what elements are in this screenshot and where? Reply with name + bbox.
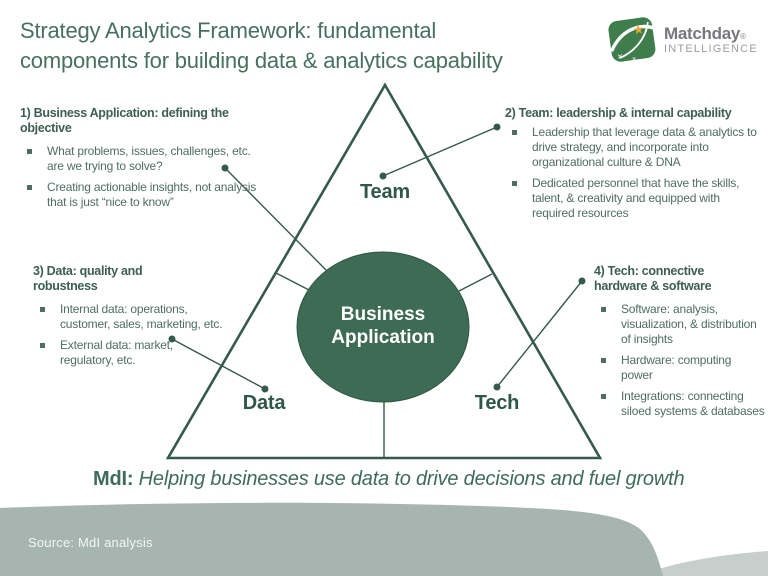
spoke-left (275, 272, 310, 291)
block-heading: 2) Team: leadership & internal capabilit… (505, 106, 732, 120)
logo-sparkle-icon: ✕ (631, 57, 637, 64)
block-business-application: 1) Business Application: defining the ob… (20, 106, 275, 216)
tagline-text: Helping businesses use data to drive dec… (133, 468, 685, 490)
block-heading: 4) Tech: connective hardware & software (594, 264, 712, 293)
block-heading: 3) Data: quality and robustness (33, 264, 143, 293)
block-tech: 4) Tech: connective hardware & software … (594, 264, 766, 425)
connector-block4 (496, 280, 583, 388)
list-item: Leadership that leverage data & analytic… (505, 125, 767, 170)
tagline: MdI: Helping businesses use data to driv… (93, 468, 685, 491)
list-item: Internal data: operations, customer, sal… (33, 302, 233, 332)
bullet-text: Leadership that leverage data & analytic… (532, 125, 757, 169)
node-label-tech: Tech (474, 392, 520, 414)
list-item: Software: analysis, visualization, & dis… (594, 302, 766, 347)
footer-swoosh-light (636, 551, 768, 576)
list-item: Creating actionable insights, not analys… (20, 180, 275, 210)
logo-sparkle-icon: ✕ (617, 53, 624, 61)
brand-name: Matchday® (664, 25, 758, 42)
bullet-text: Integrations: connecting siloed systems … (621, 389, 765, 418)
connector-dot (493, 383, 501, 391)
bullet-square-icon (27, 185, 32, 190)
list-item: Hardware: computing power (594, 353, 766, 383)
page-title-line2: components for building data & analytics… (20, 48, 503, 73)
bullet-square-icon (512, 181, 517, 186)
node-label-team: Team (360, 181, 410, 203)
bullet-square-icon (40, 307, 45, 312)
bullet-square-icon (512, 130, 517, 135)
list-item: What problems, issues, challenges, etc. … (20, 144, 275, 174)
logo-square (608, 17, 656, 62)
connector-dot (379, 172, 387, 180)
logo-text: Matchday® INTELLIGENCE (664, 25, 758, 55)
block-team: 2) Team: leadership & internal capabilit… (505, 106, 767, 227)
bullet-square-icon (40, 343, 45, 348)
bullet-square-icon (601, 358, 606, 363)
logo-star-icon: ★ (632, 21, 646, 37)
bullet-text: External data: market, regulatory, etc. (60, 338, 173, 367)
logo: ★ ✕ ✕ Matchday® INTELLIGENCE (606, 13, 764, 67)
bullet-square-icon (27, 149, 32, 154)
brand-subtitle: INTELLIGENCE (664, 43, 758, 55)
bullet-text: Hardware: computing power (621, 353, 732, 382)
bullet-text: Internal data: operations, customer, sal… (60, 302, 223, 331)
tagline-prefix: MdI: (93, 468, 134, 490)
page-title-line1: Strategy Analytics Framework: fundamenta… (20, 18, 437, 43)
center-node-label: Business Application (331, 304, 435, 348)
list-item: Dedicated personnel that have the skills… (505, 176, 767, 221)
block-data: 3) Data: quality and robustness Internal… (33, 264, 233, 374)
connector-dot (578, 277, 586, 285)
list-item: External data: market, regulatory, etc. (33, 338, 233, 368)
logo-mark-icon: ★ ✕ ✕ (608, 17, 656, 64)
bullet-text: Software: analysis, visualization, & dis… (621, 302, 757, 346)
page-title: Strategy Analytics Framework: fundamenta… (20, 16, 600, 76)
logo-swoosh-icon (610, 24, 656, 52)
connector-dot (493, 123, 501, 131)
node-label-data: Data (242, 392, 286, 414)
spoke-right (458, 273, 493, 292)
bullet-text: Creating actionable insights, not analys… (47, 180, 257, 209)
list-item: Integrations: connecting siloed systems … (594, 389, 766, 419)
bullet-square-icon (601, 394, 606, 399)
brand-word: Matchday (664, 24, 741, 43)
bullet-text: Dedicated personnel that have the skills… (532, 176, 740, 220)
connector-block2 (382, 126, 498, 177)
registered-mark: ® (740, 32, 746, 41)
source-text: Source: MdI analysis (28, 535, 153, 550)
block-heading: 1) Business Application: defining the ob… (20, 106, 229, 135)
bullet-text: What problems, issues, challenges, etc. … (47, 144, 251, 173)
logo-orbit-icon (619, 21, 649, 59)
bullet-square-icon (601, 307, 606, 312)
